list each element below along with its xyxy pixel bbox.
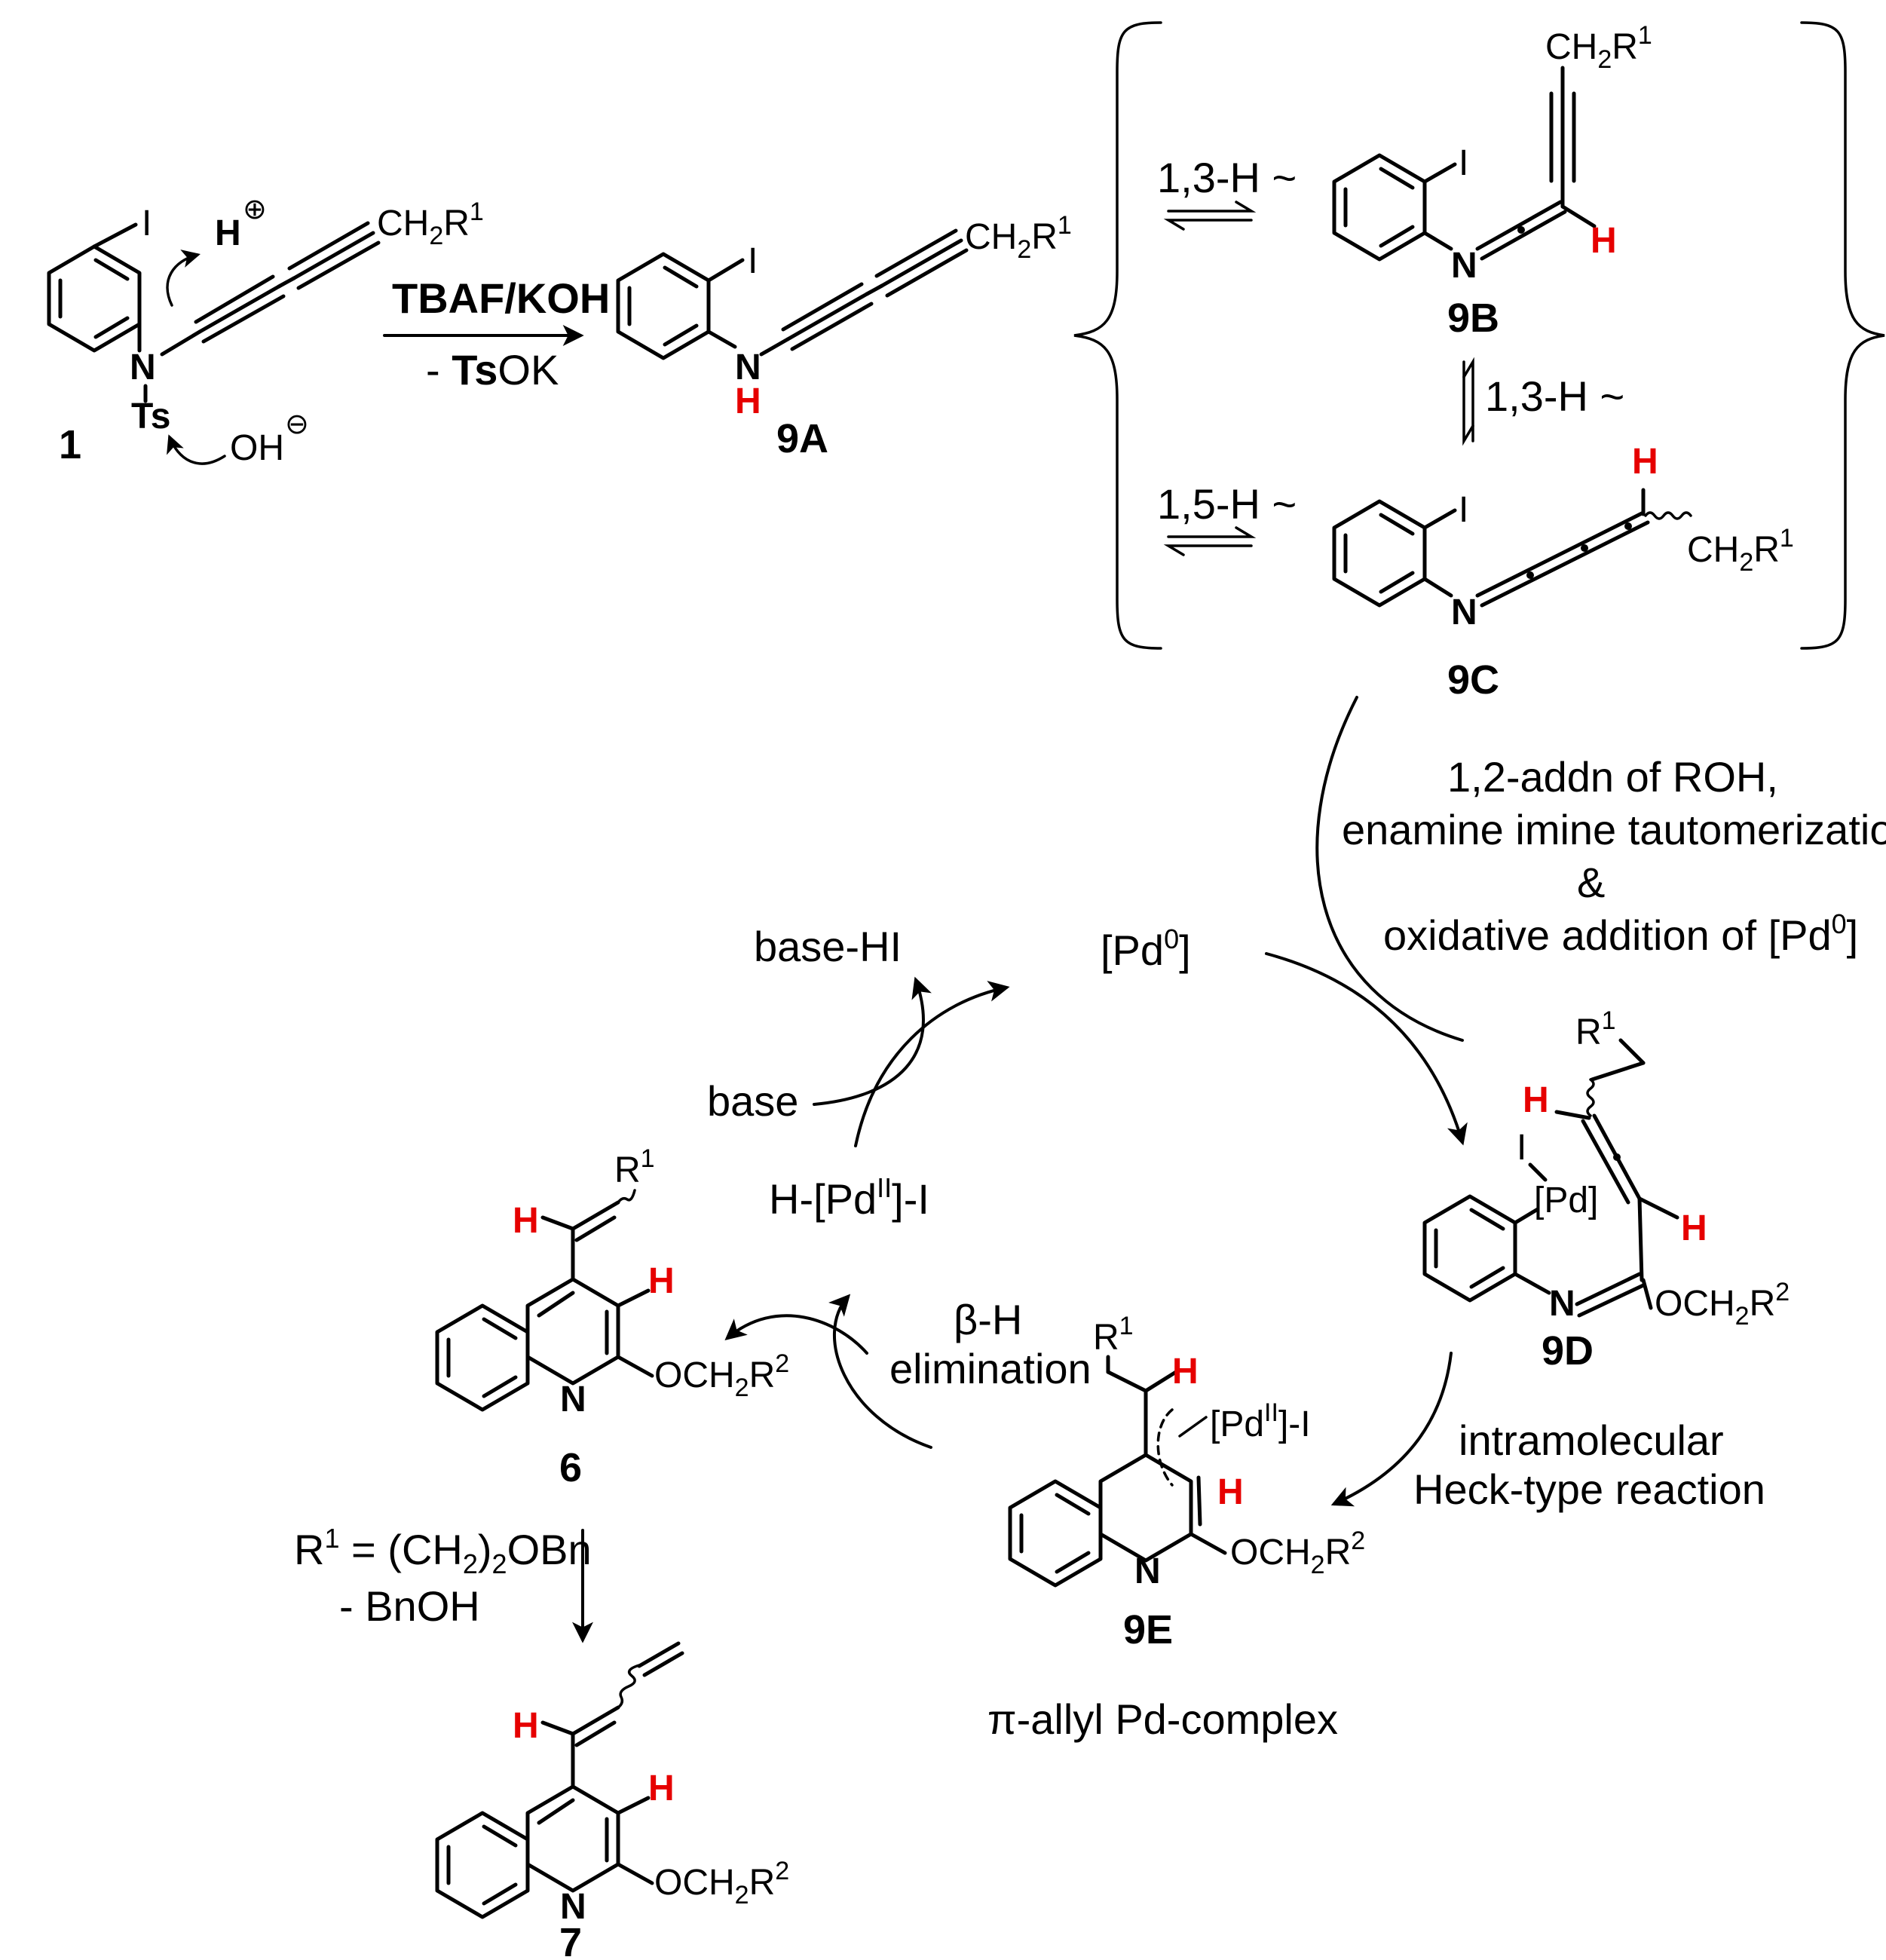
label-9B: 9B <box>1447 296 1499 341</box>
pd0-label: [Pd <box>1101 926 1164 974</box>
svg-text:N: N <box>1549 1284 1575 1324</box>
svg-text:I: I <box>748 241 758 281</box>
red-h-7-vinyl: H <box>513 1706 539 1746</box>
svg-text:OCH2R2: OCH2R2 <box>1655 1278 1790 1331</box>
svg-text:R1: R1 <box>1575 1006 1616 1052</box>
base-label: base <box>707 1077 798 1125</box>
svg-text:intramolecular: intramolecular <box>1459 1416 1724 1464</box>
equilibrium-9B-9C: 1,3-H ~ <box>1462 357 1624 446</box>
svg-text:- TsOK: - TsOK <box>426 346 559 394</box>
svg-text:[PdII]-I: [PdII]-I <box>1210 1398 1311 1444</box>
svg-text:β-H: β-H <box>954 1296 1022 1343</box>
red-h-6-ring: H <box>648 1261 675 1301</box>
svg-text:N: N <box>560 1380 586 1419</box>
proton-label: H <box>215 213 241 253</box>
svg-text:R1 = (CH2)2OBn: R1 = (CH2)2OBn <box>294 1523 592 1579</box>
right-brace <box>1800 21 1885 650</box>
svg-text:OCH2R2: OCH2R2 <box>1230 1527 1365 1579</box>
red-h-6-vinyl: H <box>513 1201 539 1241</box>
svg-text:I: I <box>1459 490 1468 530</box>
red-h-9D-lower: H <box>1681 1208 1707 1248</box>
arrow-9C-to-9D: 1,2-addn of ROH, enamine imine tautomeri… <box>1315 696 1886 1042</box>
equilibrium-9A-9B: 1,3-H ~ <box>1157 154 1297 231</box>
compound-9E: H R1 [PdII]-I H N OCH2R2 9E π-allyl Pd-c… <box>987 1312 1365 1743</box>
svg-text:oxidative addition of [Pd0]: oxidative addition of [Pd0] <box>1383 908 1858 959</box>
red-h-9E-lower: H <box>1217 1472 1244 1512</box>
compound-7: H H N OCH2R2 7 <box>435 1641 789 1960</box>
equilibrium-9A-9C: 1,5-H ~ <box>1157 480 1297 556</box>
red-h-7-ring: H <box>648 1769 675 1808</box>
arrow-1-to-9A: TBAF/KOH - TsOK <box>383 274 610 394</box>
compound-6: H R1 H N OCH2R2 6 <box>435 1144 789 1490</box>
svg-text:R1: R1 <box>1093 1312 1134 1358</box>
minus-charge: ⊖ <box>285 409 309 440</box>
svg-text:- BnOH: - BnOH <box>339 1582 480 1630</box>
tosyl-group: Ts <box>131 397 170 436</box>
iodine-atom: I <box>142 204 152 243</box>
svg-text:1,2-addn of ROH,: 1,2-addn of ROH, <box>1447 753 1778 801</box>
svg-text:1,3-H ~: 1,3-H ~ <box>1485 372 1624 420</box>
svg-text:N: N <box>735 348 761 387</box>
compound-1: I N CH2R1 Ts H ⊕ OH ⊖ 1 <box>47 194 484 468</box>
red-h-9E-upper: H <box>1172 1352 1199 1392</box>
label-1: 1 <box>59 422 81 467</box>
pi-allyl-label: π-allyl Pd-complex <box>987 1695 1338 1743</box>
hydroxide-label: OH <box>230 428 284 468</box>
svg-text:1,5-H ~: 1,5-H ~ <box>1157 480 1297 528</box>
svg-text:elimination: elimination <box>889 1345 1091 1392</box>
reagent-tbaf-koh: TBAF/KOH <box>392 274 610 322</box>
svg-text:CH2R1: CH2R1 <box>1545 21 1652 74</box>
svg-text:OCH2R2: OCH2R2 <box>654 1349 789 1402</box>
compound-9C: I N H CH2R1 9C <box>1332 442 1794 703</box>
svg-text:CH2R1: CH2R1 <box>965 211 1072 264</box>
arrow-6-to-7: R1 = (CH2)2OBn - BnOH <box>294 1523 593 1643</box>
compound-9D: [Pd] I N H H R1 OCH2R2 9D <box>1422 1006 1790 1374</box>
svg-text:&: & <box>1577 859 1605 906</box>
plus-charge: ⊕ <box>243 194 267 225</box>
svg-text:N: N <box>1451 246 1477 286</box>
svg-text:Heck-type reaction: Heck-type reaction <box>1413 1465 1765 1513</box>
svg-text:H-[PdII]-I: H-[PdII]-I <box>769 1172 929 1223</box>
red-h-9B: H <box>1591 221 1617 261</box>
left-brace <box>1073 21 1162 650</box>
red-h-9A: H <box>735 381 761 421</box>
svg-text:1,3-H ~: 1,3-H ~ <box>1157 154 1297 201</box>
label-6: 6 <box>559 1445 582 1490</box>
red-h-9D-upper: H <box>1523 1080 1549 1120</box>
catalytic-cycle: [Pd0] base-HI base H-[PdII]-I intramolec… <box>707 923 1765 1513</box>
svg-text:I: I <box>1517 1128 1526 1168</box>
compound-9A: I N H CH2R1 9A <box>616 211 1072 461</box>
h-pd-i-label: H-[Pd <box>769 1175 877 1223</box>
label-9D: 9D <box>1542 1328 1594 1374</box>
compound-9B: I N H CH2R1 9B <box>1332 21 1652 341</box>
svg-text:I: I <box>1459 143 1468 183</box>
svg-text:[Pd0]: [Pd0] <box>1101 923 1191 974</box>
red-h-9C: H <box>1632 442 1658 482</box>
svg-text:N: N <box>1134 1551 1161 1591</box>
ch-group: CH <box>377 204 429 243</box>
svg-text:CH2R1: CH2R1 <box>377 198 484 250</box>
label-7: 7 <box>559 1920 582 1960</box>
svg-text:R1: R1 <box>614 1144 655 1190</box>
label-9A: 9A <box>776 416 828 461</box>
label-9E: 9E <box>1123 1607 1173 1652</box>
pd-label-9D: [Pd] <box>1534 1181 1598 1220</box>
svg-text:CH2R1: CH2R1 <box>1687 524 1794 577</box>
svg-text:N: N <box>560 1887 586 1927</box>
nitrogen-atom: N <box>130 348 156 387</box>
svg-text:N: N <box>1451 593 1477 632</box>
svg-text:enamine imine tautomerization: enamine imine tautomerization <box>1342 806 1886 853</box>
base-hi-label: base-HI <box>754 923 902 970</box>
label-9C: 9C <box>1447 657 1499 703</box>
svg-text:OCH2R2: OCH2R2 <box>654 1857 789 1909</box>
